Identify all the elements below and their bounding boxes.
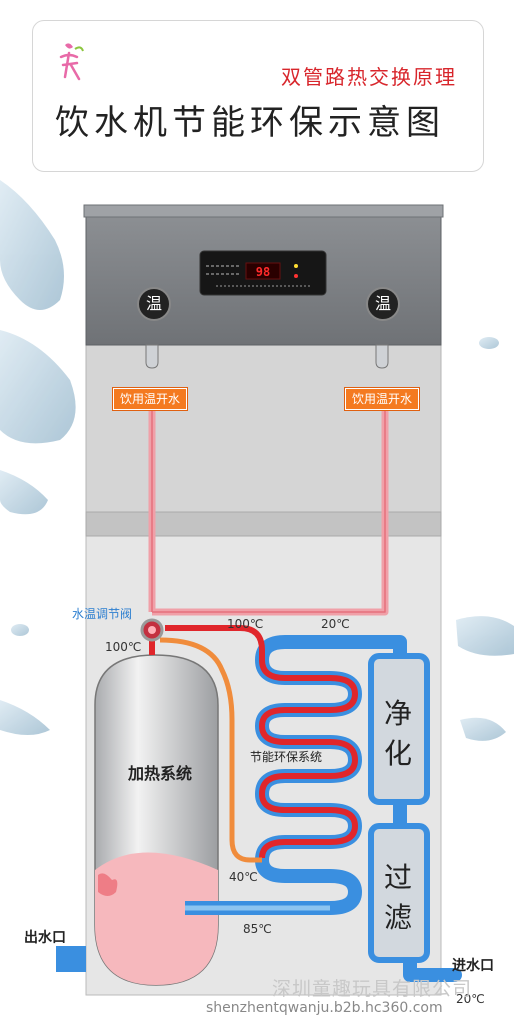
hot-pipe-temperature: 100℃ xyxy=(227,617,264,631)
cold-pipe-temperature: 20℃ xyxy=(321,617,350,631)
title-card: 双管路热交换原理 饮水机节能环保示意图 xyxy=(32,20,484,172)
water-splash-decoration xyxy=(0,180,514,741)
url-watermark: shenzhentqwanju.b2b.hc360.com xyxy=(206,1000,443,1016)
right-tap-label: 饮用温开水 xyxy=(345,388,420,410)
valve-temperature: 100℃ xyxy=(105,640,142,654)
purification-module xyxy=(368,653,430,805)
logo-icon xyxy=(59,43,84,81)
machine-top-edge xyxy=(83,204,444,218)
left-tap-icon xyxy=(145,344,159,369)
company-watermark: 深圳童趣玩具有限公司 xyxy=(272,978,473,1000)
cold-inlet-pipe xyxy=(403,951,462,982)
display-readout xyxy=(245,262,281,280)
temperature-40: 40℃ xyxy=(229,870,258,884)
right-knob-label[interactable]: 温 xyxy=(374,294,391,313)
heat-exchange-hot-pipe xyxy=(165,625,358,859)
filter-module xyxy=(368,823,430,963)
temperature-85: 85℃ xyxy=(243,922,272,936)
right-tap-icon xyxy=(375,344,389,369)
filter-char-2: 滤 xyxy=(384,901,413,934)
indicator-light xyxy=(294,264,298,268)
mixing-pipe xyxy=(159,637,262,863)
left-knob-label[interactable]: 温 xyxy=(145,294,162,313)
valve-label: 水温调节阀 xyxy=(72,607,133,621)
diagram-subtitle: 双管路热交换原理 xyxy=(281,65,457,89)
right-temperature-knob xyxy=(366,287,400,321)
heating-system-label: 加热系统 xyxy=(128,764,193,783)
filter-char-1: 过 xyxy=(384,861,413,894)
display-temperature: 98 xyxy=(256,265,270,279)
inlet-label: 进水口 xyxy=(452,958,494,974)
left-tap-label: 饮用温开水 xyxy=(113,388,188,410)
left-temperature-knob xyxy=(137,287,171,321)
heated-water-level xyxy=(95,852,218,985)
outlet-label: 出水口 xyxy=(24,930,66,946)
eco-system-label: 节能环保系统 xyxy=(250,750,323,764)
indicator-light xyxy=(294,274,298,278)
water-outlet-pipe xyxy=(56,946,86,972)
inlet-temperature: 20℃ xyxy=(456,992,485,1006)
purify-char-1: 净 xyxy=(384,697,413,730)
purify-char-2: 化 xyxy=(384,737,413,770)
diagram-title: 饮水机节能环保示意图 xyxy=(55,103,445,143)
